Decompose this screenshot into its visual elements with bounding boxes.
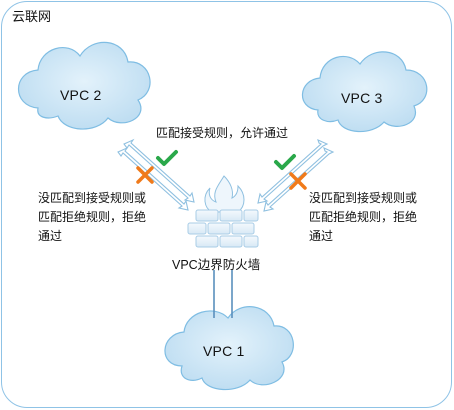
vpc1-cloud-icon bbox=[164, 306, 294, 391]
firewall-icon bbox=[187, 175, 259, 248]
vpc3-cloud-icon bbox=[301, 51, 428, 133]
allow-right-check-icon bbox=[274, 154, 296, 170]
vpc3-label: VPC 3 bbox=[341, 90, 383, 106]
region-label: 云联网 bbox=[12, 9, 52, 24]
firewall-label: VPC边界防火墙 bbox=[172, 258, 261, 272]
left-traffic-arrows bbox=[117, 138, 195, 211]
vpc2-cloud-icon bbox=[17, 41, 151, 130]
deny-left-cross-icon bbox=[136, 166, 154, 184]
vpc2-label: VPC 2 bbox=[60, 87, 102, 103]
deny-rule-left-label: 没匹配到接受规则或 匹配拒绝规则，拒绝 通过 bbox=[38, 191, 147, 243]
firewall-to-vpc1-link bbox=[213, 270, 233, 318]
allow-rule-label: 匹配接受规则，允许通过 bbox=[156, 126, 289, 140]
vpc1-label: VPC 1 bbox=[203, 343, 245, 359]
deny-right-cross-icon bbox=[289, 172, 307, 190]
deny-rule-right-label: 没匹配到接受规则或 匹配拒绝规则，拒绝 通过 bbox=[309, 191, 418, 243]
allow-left-check-icon bbox=[156, 150, 178, 166]
